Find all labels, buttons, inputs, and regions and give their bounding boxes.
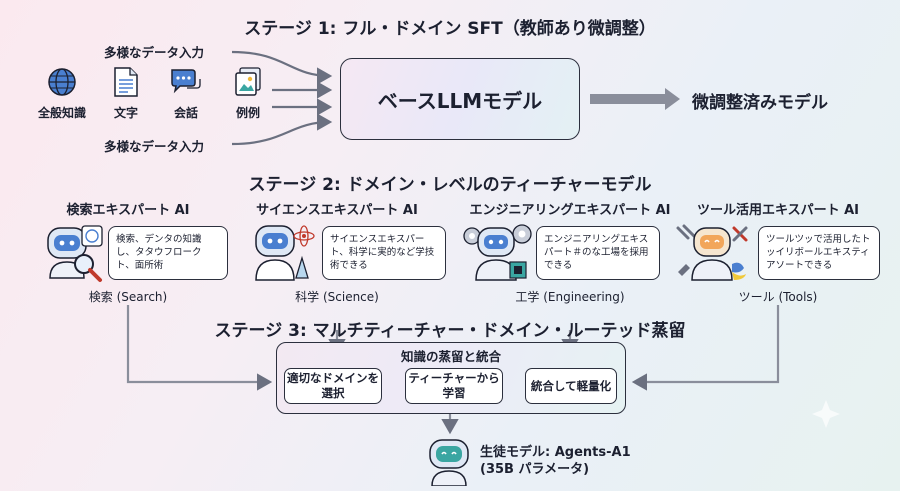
expert-desc-engineering: エンジニアリングエキスパート＃のな工場を採用できる (536, 226, 660, 280)
input-text: 文字 (98, 66, 154, 121)
student-model-name: 生徒モデル: Agents-A1 (480, 445, 631, 460)
stage2-title: ステージ 2: ドメイン・レベルのティーチャーモデル (248, 175, 652, 195)
expert-title-engineering: エンジニアリングエキスパート AI (469, 203, 671, 218)
expert-caption-science: 科学 (Science) (295, 290, 379, 304)
student-model-label: 生徒モデル: Agents-A1 (35B パラメータ) (480, 444, 631, 478)
search-robot-icon (47, 225, 103, 282)
step-select-domain: 適切なドメインを選択 (284, 368, 382, 404)
output-arrow (590, 88, 680, 110)
tools-robot-icon (676, 224, 748, 281)
student-robot-icon (429, 439, 469, 486)
input-label-top: 多様なデータ入力 (104, 45, 205, 60)
student-model-params: (35B パラメータ) (480, 462, 590, 477)
sparkle-icon (812, 400, 840, 428)
image-stack-icon (235, 67, 261, 96)
expert-caption-engineering: 工学 (Engineering) (515, 290, 625, 304)
expert-desc-search: 検索、デンタの知識し、タタウフロークト、面所術 (108, 226, 228, 280)
chat-bubble-icon (171, 69, 201, 94)
input-label: 例例 (235, 106, 260, 120)
expert-desc-tools: ツールツッで活用したトッイリボールエキスティアソートできる (758, 226, 880, 280)
stage1-title: ステージ 1: フル・ドメイン SFT（教師あり微調整） (244, 19, 656, 39)
expert-title-science: サイエンスエキスパート AI (256, 203, 418, 218)
expert-title-search: 検索エキスパート AI (66, 203, 190, 218)
stage3-title: ステージ 3: マルチティーチャー・ドメイン・ルーテッド蒸留 (214, 321, 686, 341)
input-general-knowledge: 全般知識 (34, 66, 90, 121)
document-icon (114, 67, 138, 97)
globe-icon (48, 68, 76, 96)
finetuned-model-label: 微調整済みモデル (692, 93, 828, 113)
distillation-panel-title: 知識の蒸留と統合 (400, 349, 502, 364)
engineering-robot-icon (463, 224, 532, 281)
expert-title-tools: ツール活用エキスパート AI (696, 203, 860, 218)
base-llm-model: ベースLLMモデル (340, 58, 580, 140)
step-integrate-compress: 統合して軽量化 (525, 368, 617, 404)
science-robot-icon (255, 225, 315, 281)
input-label: 文字 (113, 106, 138, 120)
input-label-bottom: 多様なデータ入力 (104, 139, 205, 154)
input-label: 全般知識 (37, 106, 86, 120)
input-examples: 例例 (220, 66, 276, 121)
step-learn-from-teacher: ティーチャーから学習 (405, 368, 503, 404)
expert-desc-science: サイエンスエキスパート、科学に実的など学技術できる (322, 226, 446, 280)
input-conversation: 会話 (158, 66, 214, 121)
expert-caption-search: 検索 (Search) (88, 290, 168, 304)
expert-caption-tools: ツール (Tools) (738, 290, 818, 304)
input-label: 会話 (173, 106, 198, 120)
